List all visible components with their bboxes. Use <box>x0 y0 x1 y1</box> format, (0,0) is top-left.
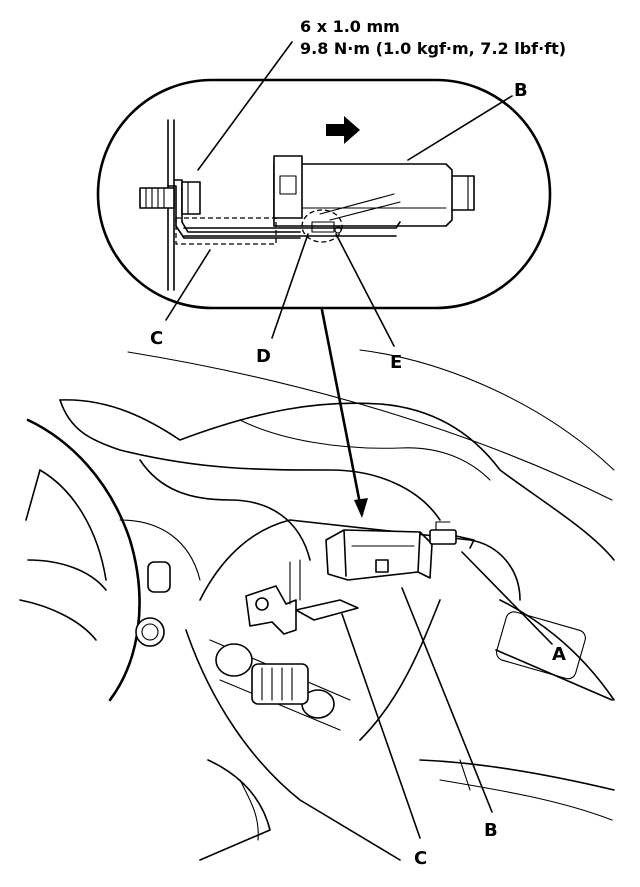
left-dial-icon <box>135 617 165 647</box>
callout-c-detail: C <box>150 328 163 349</box>
leader-a <box>461 551 553 645</box>
connector-a <box>429 521 475 549</box>
console-left-edge <box>185 629 401 861</box>
callout-c-main: C <box>414 848 427 869</box>
shifter-boot <box>199 759 271 861</box>
callout-b-main: B <box>484 820 498 841</box>
console-opening <box>199 519 521 601</box>
callout-b-detail: B <box>514 80 528 101</box>
leader-c-main <box>341 613 421 839</box>
console-right-edge <box>359 599 441 741</box>
dash-mid-contour <box>139 459 311 561</box>
windshield-edge <box>359 349 615 471</box>
direction-arrow-icon <box>326 116 360 144</box>
bracket-bolt-icon <box>255 597 269 611</box>
center-vent <box>251 663 309 705</box>
callout-d: D <box>256 346 271 367</box>
right-dash <box>419 599 615 821</box>
bolt-size-label: 6 x 1.0 mm <box>300 17 400 36</box>
glovebox-edge <box>419 759 615 791</box>
spec-leader-line <box>197 41 293 171</box>
dash-top-edge <box>59 399 615 561</box>
zoom-connector-arrow <box>320 308 364 516</box>
left-vent-knob <box>147 561 171 593</box>
dash-vent-line <box>239 419 491 481</box>
leader-b-main <box>401 587 493 813</box>
center-console <box>185 519 521 861</box>
control-unit-detail <box>273 155 475 227</box>
torque-spec-label: 9.8 N·m (1.0 kgf·m, 7.2 lbf·ft) <box>300 39 566 58</box>
leader-d <box>271 233 309 339</box>
bolt-icon <box>139 181 201 215</box>
clip-dashed-circle <box>301 209 343 243</box>
callout-a: A <box>552 644 566 665</box>
leader-b-detail <box>407 95 513 161</box>
detail-inset <box>96 41 552 347</box>
dash-upper-contour <box>59 399 441 521</box>
bracket-dashed-outline <box>175 217 277 245</box>
leader-e <box>335 233 395 347</box>
control-unit-main <box>325 529 433 581</box>
leader-c-detail <box>165 249 211 321</box>
inset-border <box>96 78 552 310</box>
mounting-bracket-main <box>245 559 359 635</box>
bracket-plate <box>295 599 359 621</box>
lower-plate <box>183 221 401 237</box>
hvac-knob-left <box>215 643 253 677</box>
zoom-arrowhead-icon <box>354 498 368 518</box>
dashboard-illustration <box>19 349 615 861</box>
steering-wheel <box>19 418 141 702</box>
glovebox-latch <box>496 611 586 680</box>
left-vent-cluster <box>119 519 201 647</box>
windshield-line <box>127 351 613 501</box>
